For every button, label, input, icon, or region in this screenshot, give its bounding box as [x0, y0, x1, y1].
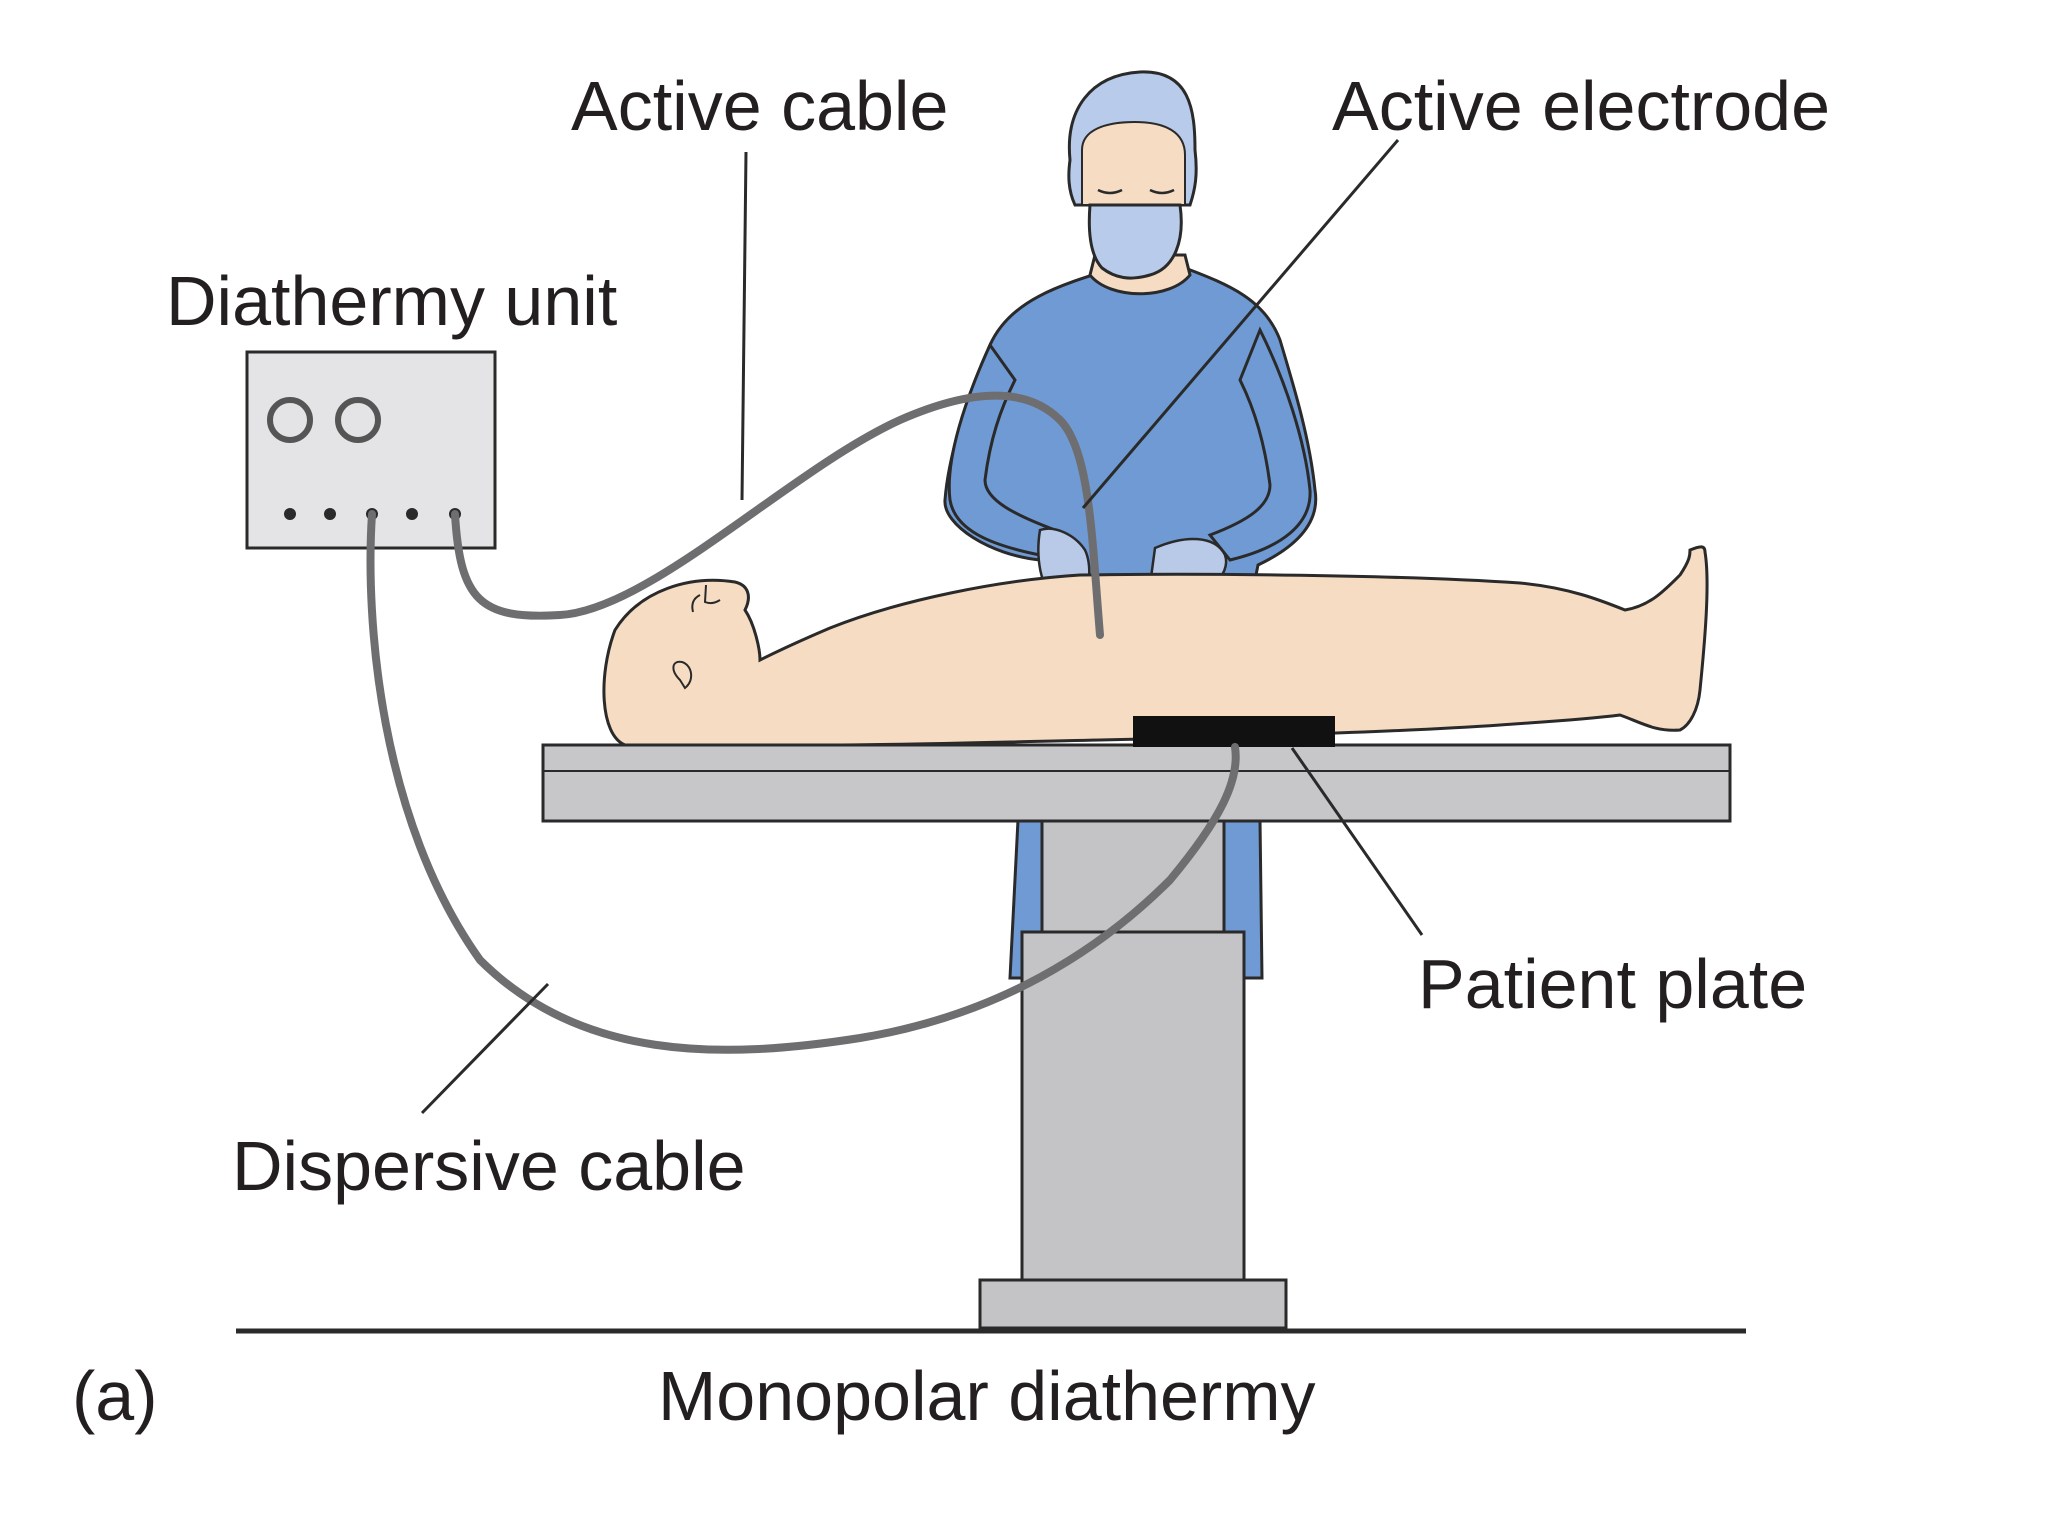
active-cable	[451, 391, 1104, 639]
table-top	[541, 743, 1732, 823]
dial-1-icon	[267, 397, 313, 443]
dispersive-cable-leader	[420, 982, 550, 1115]
table-pedestal	[1020, 930, 1246, 1284]
surgeon-right-arm	[1207, 326, 1312, 562]
dial-2-icon	[335, 397, 381, 443]
socket-2-icon	[324, 508, 336, 520]
surgeon-mask	[1087, 203, 1183, 280]
active-cable-leader	[740, 151, 748, 501]
panel-letter: (a)	[72, 1357, 158, 1435]
label-active-cable: Active cable	[571, 67, 948, 145]
label-diathermy-unit: Diathermy unit	[166, 262, 617, 340]
patient-plate-leader	[1290, 747, 1424, 936]
patient-plate	[1133, 716, 1335, 747]
patient-face-detail	[691, 584, 721, 613]
table-base	[978, 1278, 1288, 1330]
active-electrode-leader	[1081, 139, 1400, 509]
leader-lines	[420, 139, 1424, 1115]
socket-4-icon	[406, 508, 418, 520]
label-active-electrode: Active electrode	[1332, 67, 1830, 145]
label-patient-plate: Patient plate	[1418, 945, 1807, 1023]
table-top-slab	[541, 743, 1732, 823]
socket-1-icon	[284, 508, 296, 520]
operating-table	[978, 818, 1288, 1330]
diagram-caption: Monopolar diathermy	[658, 1357, 1316, 1435]
surgeon-face	[1081, 120, 1186, 206]
label-dispersive-cable: Dispersive cable	[232, 1127, 746, 1205]
dispersive-cable	[366, 510, 1240, 1054]
surgeon-eyes	[1097, 188, 1175, 195]
patient-ear	[672, 660, 693, 690]
